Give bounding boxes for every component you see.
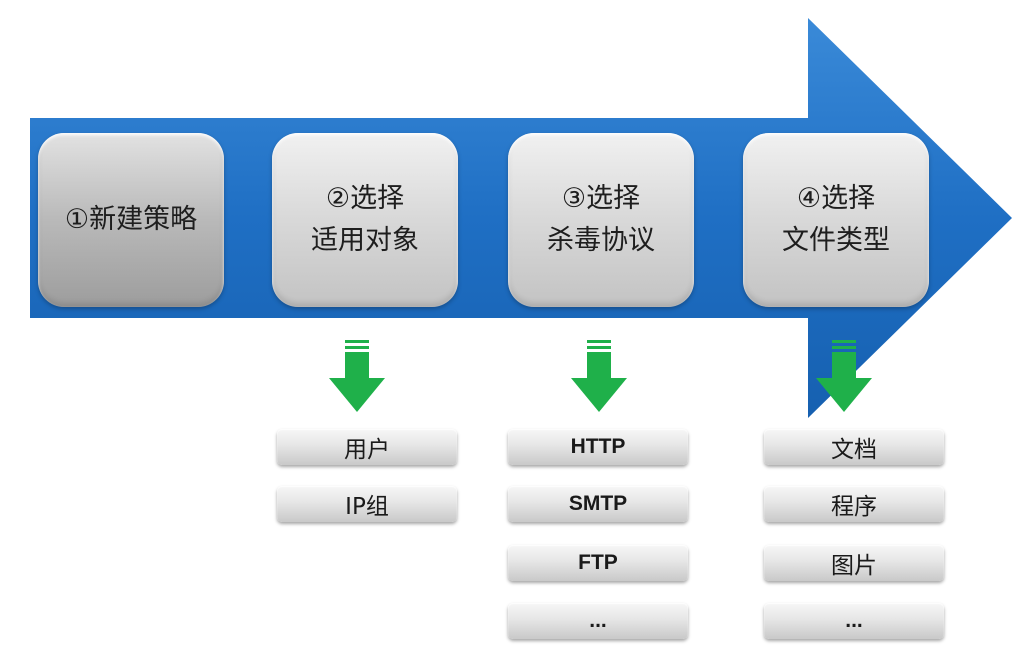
- item-label: FTP: [578, 551, 618, 574]
- item-label: 图片: [831, 553, 877, 579]
- step-box-select-protocol[interactable]: ③选择 杀毒协议: [508, 133, 694, 307]
- down-arrow-icon: [571, 340, 627, 412]
- list-item-filetype[interactable]: 程序: [764, 486, 944, 522]
- item-label: 程序: [831, 494, 877, 520]
- item-label: HTTP: [570, 435, 626, 458]
- down-arrow-icon: [816, 340, 872, 412]
- step-label: ②选择: [325, 183, 405, 214]
- list-item-protocol[interactable]: HTTP: [508, 429, 688, 465]
- item-label: 文档: [831, 437, 877, 463]
- step-label: ④选择: [796, 183, 876, 214]
- step-sublabel: 适用对象: [311, 225, 419, 256]
- list-item-target[interactable]: IP组: [277, 486, 457, 522]
- list-item-protocol[interactable]: SMTP: [508, 486, 688, 522]
- step-box-select-target[interactable]: ②选择 适用对象: [272, 133, 458, 307]
- list-item-protocol[interactable]: FTP: [508, 545, 688, 581]
- list-item-filetype[interactable]: ...: [764, 603, 944, 639]
- step-box-create-policy[interactable]: ①新建策略: [38, 133, 224, 307]
- item-label: SMTP: [568, 492, 628, 515]
- list-item-target[interactable]: 用户: [277, 429, 457, 465]
- step-label: ①新建策略: [64, 204, 198, 235]
- down-arrow-icon: [329, 340, 385, 412]
- step-sublabel: 杀毒协议: [547, 225, 655, 256]
- item-label: ...: [845, 609, 863, 632]
- list-item-filetype[interactable]: 图片: [764, 545, 944, 581]
- step-box-select-filetype[interactable]: ④选择 文件类型: [743, 133, 929, 307]
- step-label: ③选择: [561, 183, 641, 214]
- step-sublabel: 文件类型: [782, 225, 890, 256]
- item-label: 用户: [344, 437, 390, 463]
- list-item-protocol[interactable]: ...: [508, 603, 688, 639]
- item-label: ...: [589, 609, 607, 632]
- list-item-filetype[interactable]: 文档: [764, 429, 944, 465]
- item-label: IP组: [345, 494, 389, 520]
